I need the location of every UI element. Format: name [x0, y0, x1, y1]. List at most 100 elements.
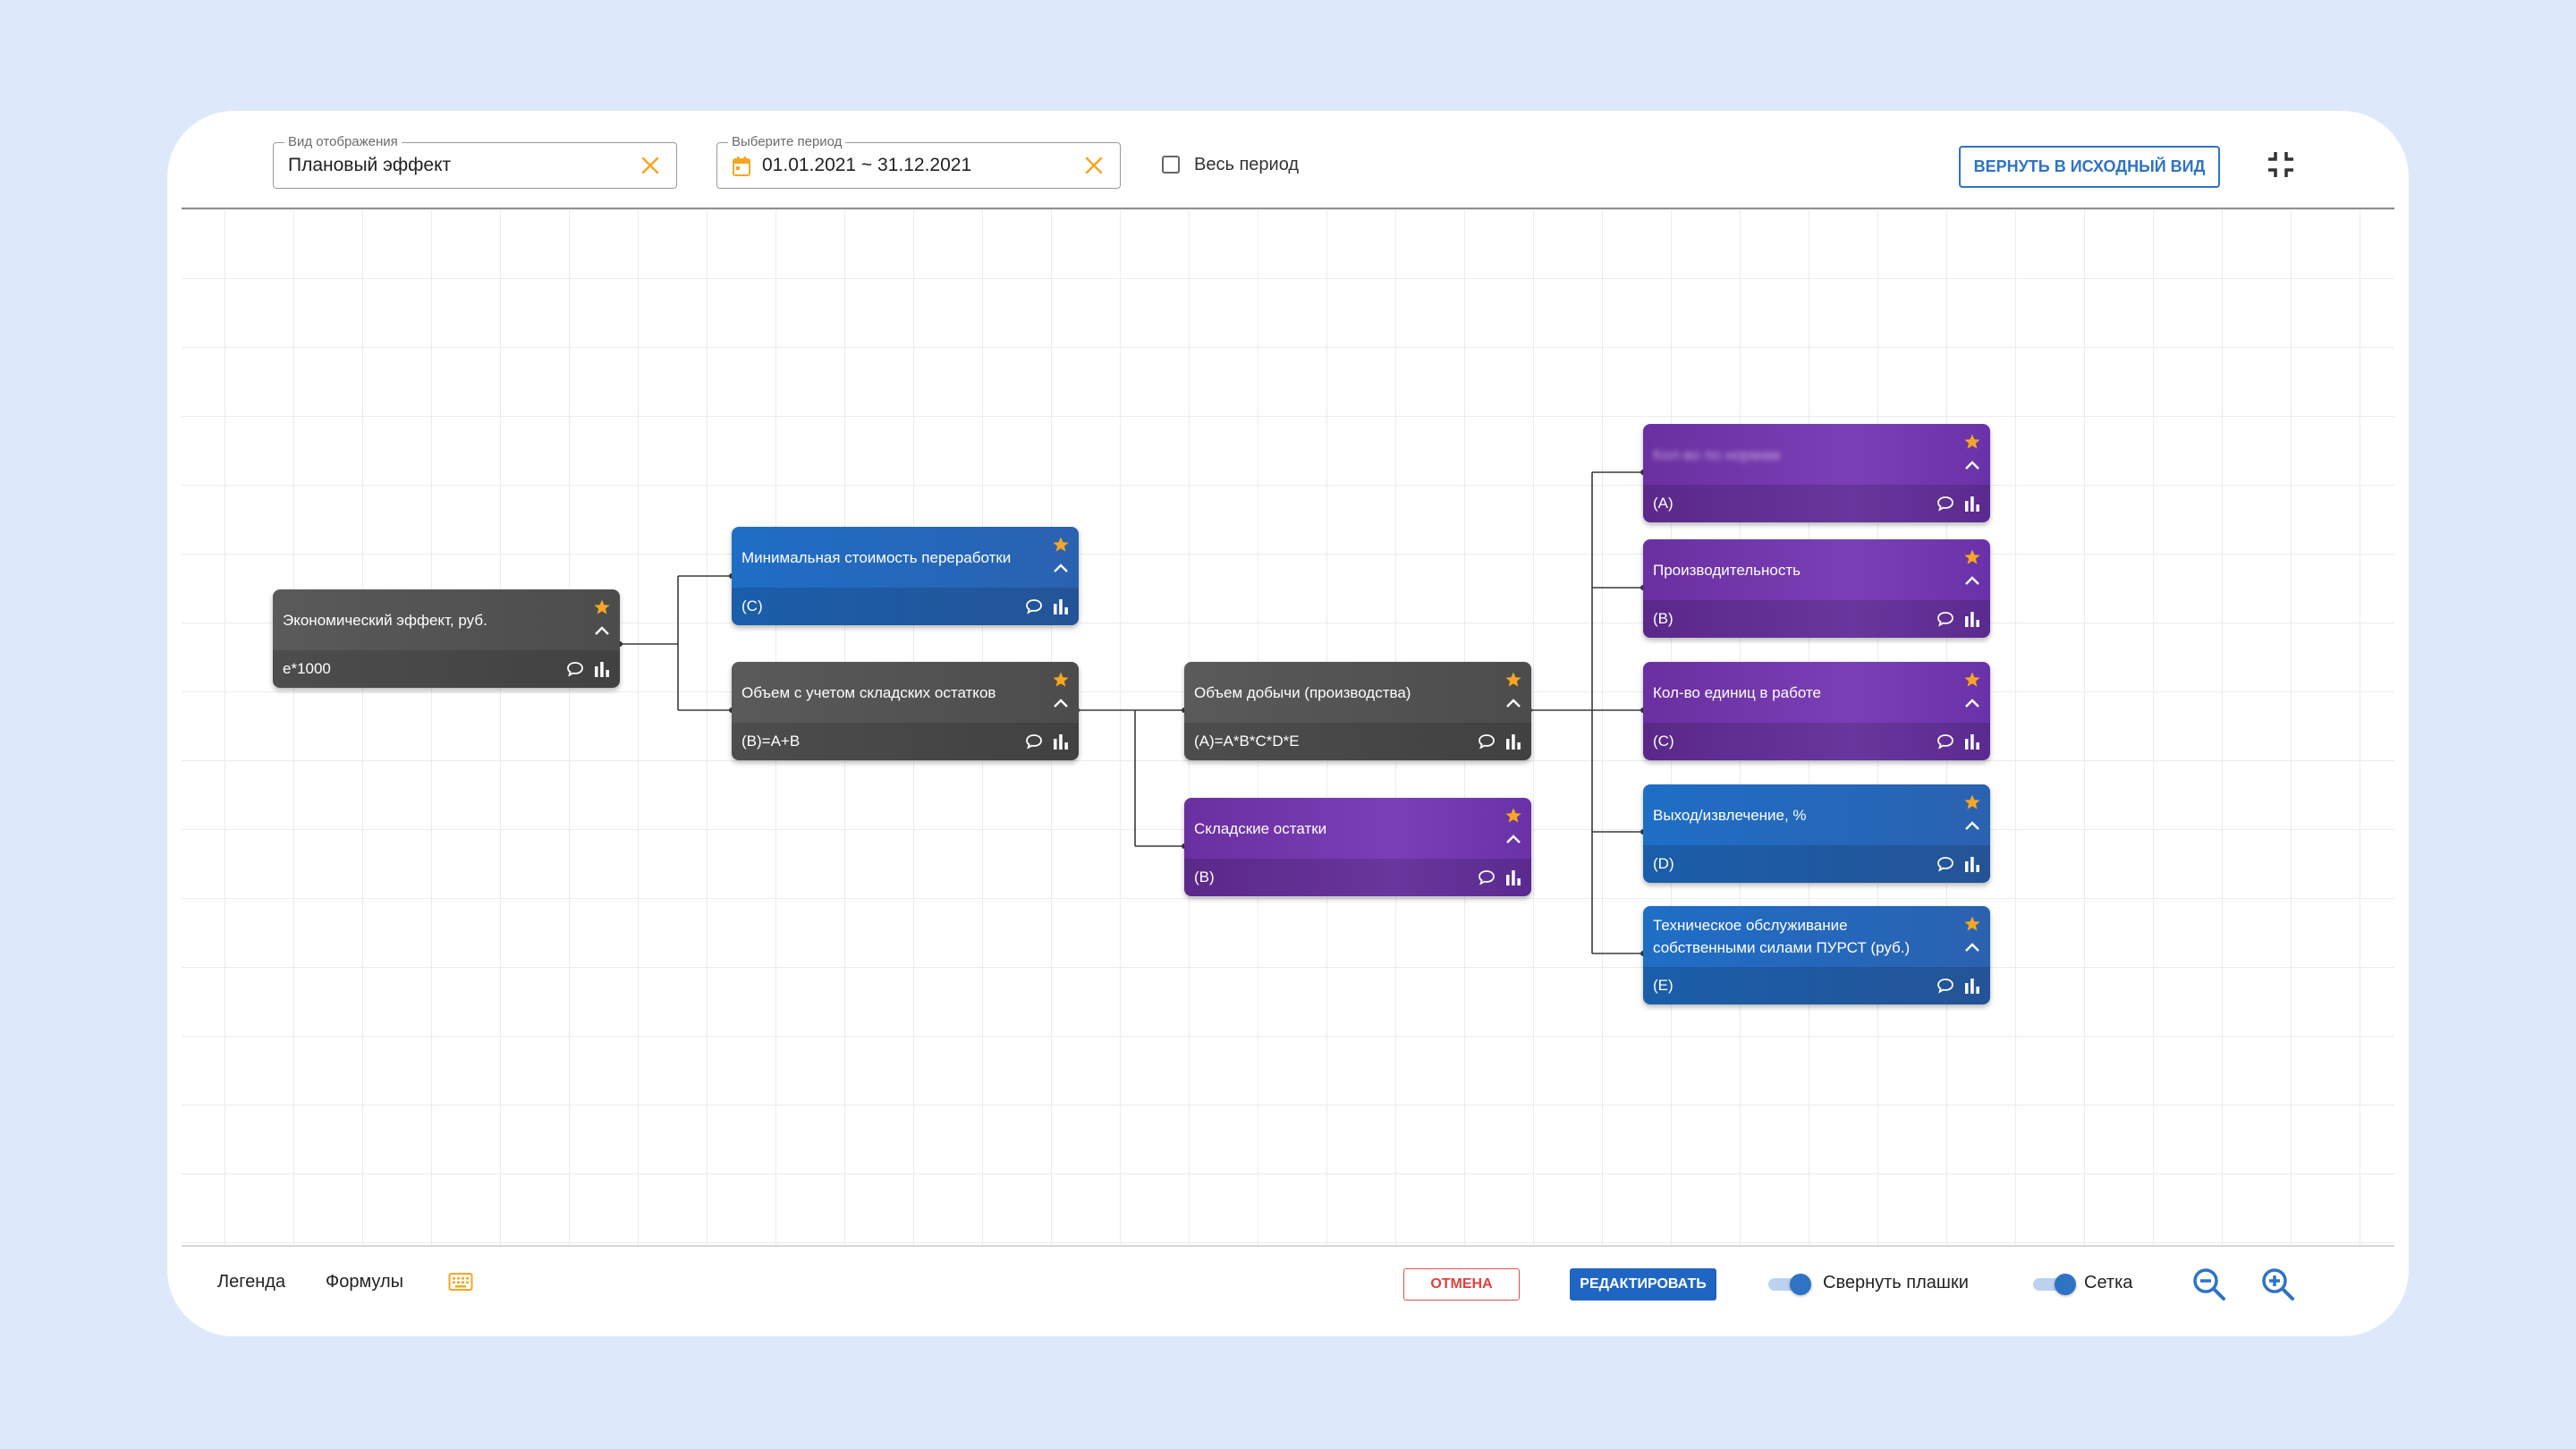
star-icon[interactable]: [1052, 671, 1070, 689]
chevron-up-icon[interactable]: [1964, 698, 1980, 708]
node-productivity[interactable]: Производительность (B): [1643, 539, 1990, 638]
bar-chart-icon[interactable]: [1053, 733, 1069, 750]
reset-view-button[interactable]: ВЕРНУТЬ В ИСХОДНЫЙ ВИД: [1959, 146, 2220, 188]
comment-icon[interactable]: [1025, 598, 1043, 614]
node-hidden[interactable]: Кол-во по нормам (A): [1643, 424, 1990, 522]
grid-toggle[interactable]: [2029, 1273, 2076, 1296]
node-production-volume[interactable]: Объем добычи (производства) (A)=A*B*C*D*…: [1184, 662, 1531, 760]
calendar-icon: [733, 157, 750, 176]
comment-icon[interactable]: [1478, 869, 1496, 886]
whole-period-checkbox[interactable]: [1162, 156, 1180, 174]
node-title: Выход/извлечение, %: [1653, 806, 1807, 824]
view-select-value: Плановый эффект: [288, 155, 452, 175]
node-title: Складские остатки: [1194, 819, 1327, 837]
star-icon[interactable]: [1504, 671, 1522, 689]
node-title: Кол-во единиц в работе: [1653, 683, 1821, 701]
cancel-button[interactable]: ОТМЕНА: [1403, 1268, 1520, 1301]
bar-chart-icon[interactable]: [594, 660, 610, 678]
star-icon[interactable]: [1963, 915, 1981, 933]
star-icon[interactable]: [1963, 793, 1981, 811]
node-footer: (B)=A+B: [732, 723, 1079, 760]
chevron-up-icon[interactable]: [1053, 698, 1069, 708]
bar-chart-icon[interactable]: [1964, 855, 1980, 873]
whole-period-label: Весь период: [1194, 155, 1300, 174]
comment-icon[interactable]: [1936, 978, 1954, 994]
view-select-label: Вид отображения: [284, 134, 402, 150]
node-title: Объем с учетом складских остатков: [741, 683, 996, 701]
star-icon[interactable]: [1963, 433, 1981, 451]
chevron-up-icon[interactable]: [1505, 834, 1521, 844]
chevron-up-icon[interactable]: [1053, 563, 1069, 573]
node-formula: (B): [1194, 869, 1215, 886]
node-footer: (A): [1643, 485, 1990, 522]
bar-chart-icon[interactable]: [1505, 733, 1521, 750]
node-maintenance[interactable]: Техническое обслуживание собственными си…: [1643, 906, 1990, 1004]
clear-icon[interactable]: [1082, 153, 1106, 178]
node-formula: (A)=A*B*C*D*E: [1194, 733, 1300, 750]
star-icon[interactable]: [1963, 671, 1981, 689]
comment-icon[interactable]: [566, 661, 584, 677]
comment-icon[interactable]: [1025, 733, 1043, 750]
comment-icon[interactable]: [1936, 733, 1954, 750]
chevron-up-icon[interactable]: [1964, 942, 1980, 953]
zoom-out-icon[interactable]: [2190, 1265, 2229, 1304]
star-icon[interactable]: [593, 598, 611, 616]
chevron-up-icon[interactable]: [1964, 820, 1980, 831]
formulas-link[interactable]: Формулы: [326, 1272, 404, 1292]
node-volume-stock[interactable]: Объем с учетом складских остатков (B)=A+…: [732, 662, 1079, 760]
node-formula: (C): [741, 597, 763, 614]
toolbar-divider: [182, 208, 2394, 209]
node-footer: (C): [732, 588, 1079, 625]
bar-chart-icon[interactable]: [1964, 610, 1980, 628]
toggle-thumb: [2055, 1274, 2076, 1295]
exit-fullscreen-icon[interactable]: [2265, 148, 2297, 181]
comment-icon[interactable]: [1936, 856, 1954, 872]
node-min-cost[interactable]: Минимальная стоимость переработки (C): [732, 527, 1079, 625]
star-icon[interactable]: [1963, 548, 1981, 566]
comment-icon[interactable]: [1478, 733, 1496, 750]
bar-chart-icon[interactable]: [1964, 495, 1980, 513]
comment-icon[interactable]: [1936, 496, 1954, 512]
diagram-canvas[interactable]: Экономический эффект, руб. e*1000 Минима…: [182, 209, 2394, 1245]
node-economic-effect[interactable]: Экономический эффект, руб. e*1000: [273, 589, 620, 688]
grid-label: Сетка: [2084, 1273, 2133, 1292]
node-title: Экономический эффект, руб.: [283, 611, 487, 629]
star-icon[interactable]: [1052, 536, 1070, 554]
bar-chart-icon[interactable]: [1053, 597, 1069, 615]
zoom-in-icon[interactable]: [2258, 1265, 2298, 1304]
edit-button[interactable]: РЕДАКТИРОВАТЬ: [1570, 1268, 1716, 1301]
node-units-count[interactable]: Кол-во единиц в работе (C): [1643, 662, 1990, 760]
view-select[interactable]: Вид отображения Плановый эффект: [273, 134, 677, 189]
toggle-thumb: [1790, 1274, 1811, 1295]
bar-chart-icon[interactable]: [1964, 733, 1980, 750]
node-footer: (B): [1184, 859, 1531, 896]
comment-icon[interactable]: [1936, 611, 1954, 627]
node-title: Объем добычи (производства): [1194, 683, 1411, 701]
node-title: Техническое обслуживание собственными си…: [1653, 906, 1945, 967]
keyboard-icon[interactable]: [448, 1272, 473, 1292]
node-formula: (B)=A+B: [741, 733, 801, 750]
node-footer: (C): [1643, 723, 1990, 760]
star-icon[interactable]: [1504, 807, 1522, 825]
legend-link[interactable]: Легенда: [217, 1272, 286, 1292]
node-footer: e*1000: [273, 650, 620, 688]
node-stock[interactable]: Складские остатки (B): [1184, 798, 1531, 896]
node-yield[interactable]: Выход/извлечение, % (D): [1643, 784, 1990, 883]
chevron-up-icon[interactable]: [1505, 698, 1521, 708]
bar-chart-icon[interactable]: [1964, 977, 1980, 995]
period-select[interactable]: Выберите период 01.01.2021 ~ 31.12.2021: [716, 134, 1121, 189]
node-footer: (E): [1643, 967, 1990, 1004]
chevron-up-icon[interactable]: [1964, 460, 1980, 470]
node-formula: (D): [1653, 855, 1674, 872]
chevron-up-icon[interactable]: [1964, 575, 1980, 586]
node-formula: (B): [1653, 610, 1674, 627]
node-title-line2: собственными силами ПУРСТ (руб.): [1653, 939, 1911, 956]
clear-icon[interactable]: [639, 153, 662, 178]
collapse-cards-label: Свернуть плашки: [1823, 1273, 1969, 1292]
node-title: Кол-во по нормам: [1653, 445, 1781, 463]
node-title-line1: Техническое обслуживание: [1653, 917, 1848, 934]
collapse-cards-toggle[interactable]: [1765, 1273, 1811, 1296]
chevron-up-icon[interactable]: [594, 625, 610, 636]
node-formula: e*1000: [283, 660, 331, 677]
bar-chart-icon[interactable]: [1505, 869, 1521, 886]
